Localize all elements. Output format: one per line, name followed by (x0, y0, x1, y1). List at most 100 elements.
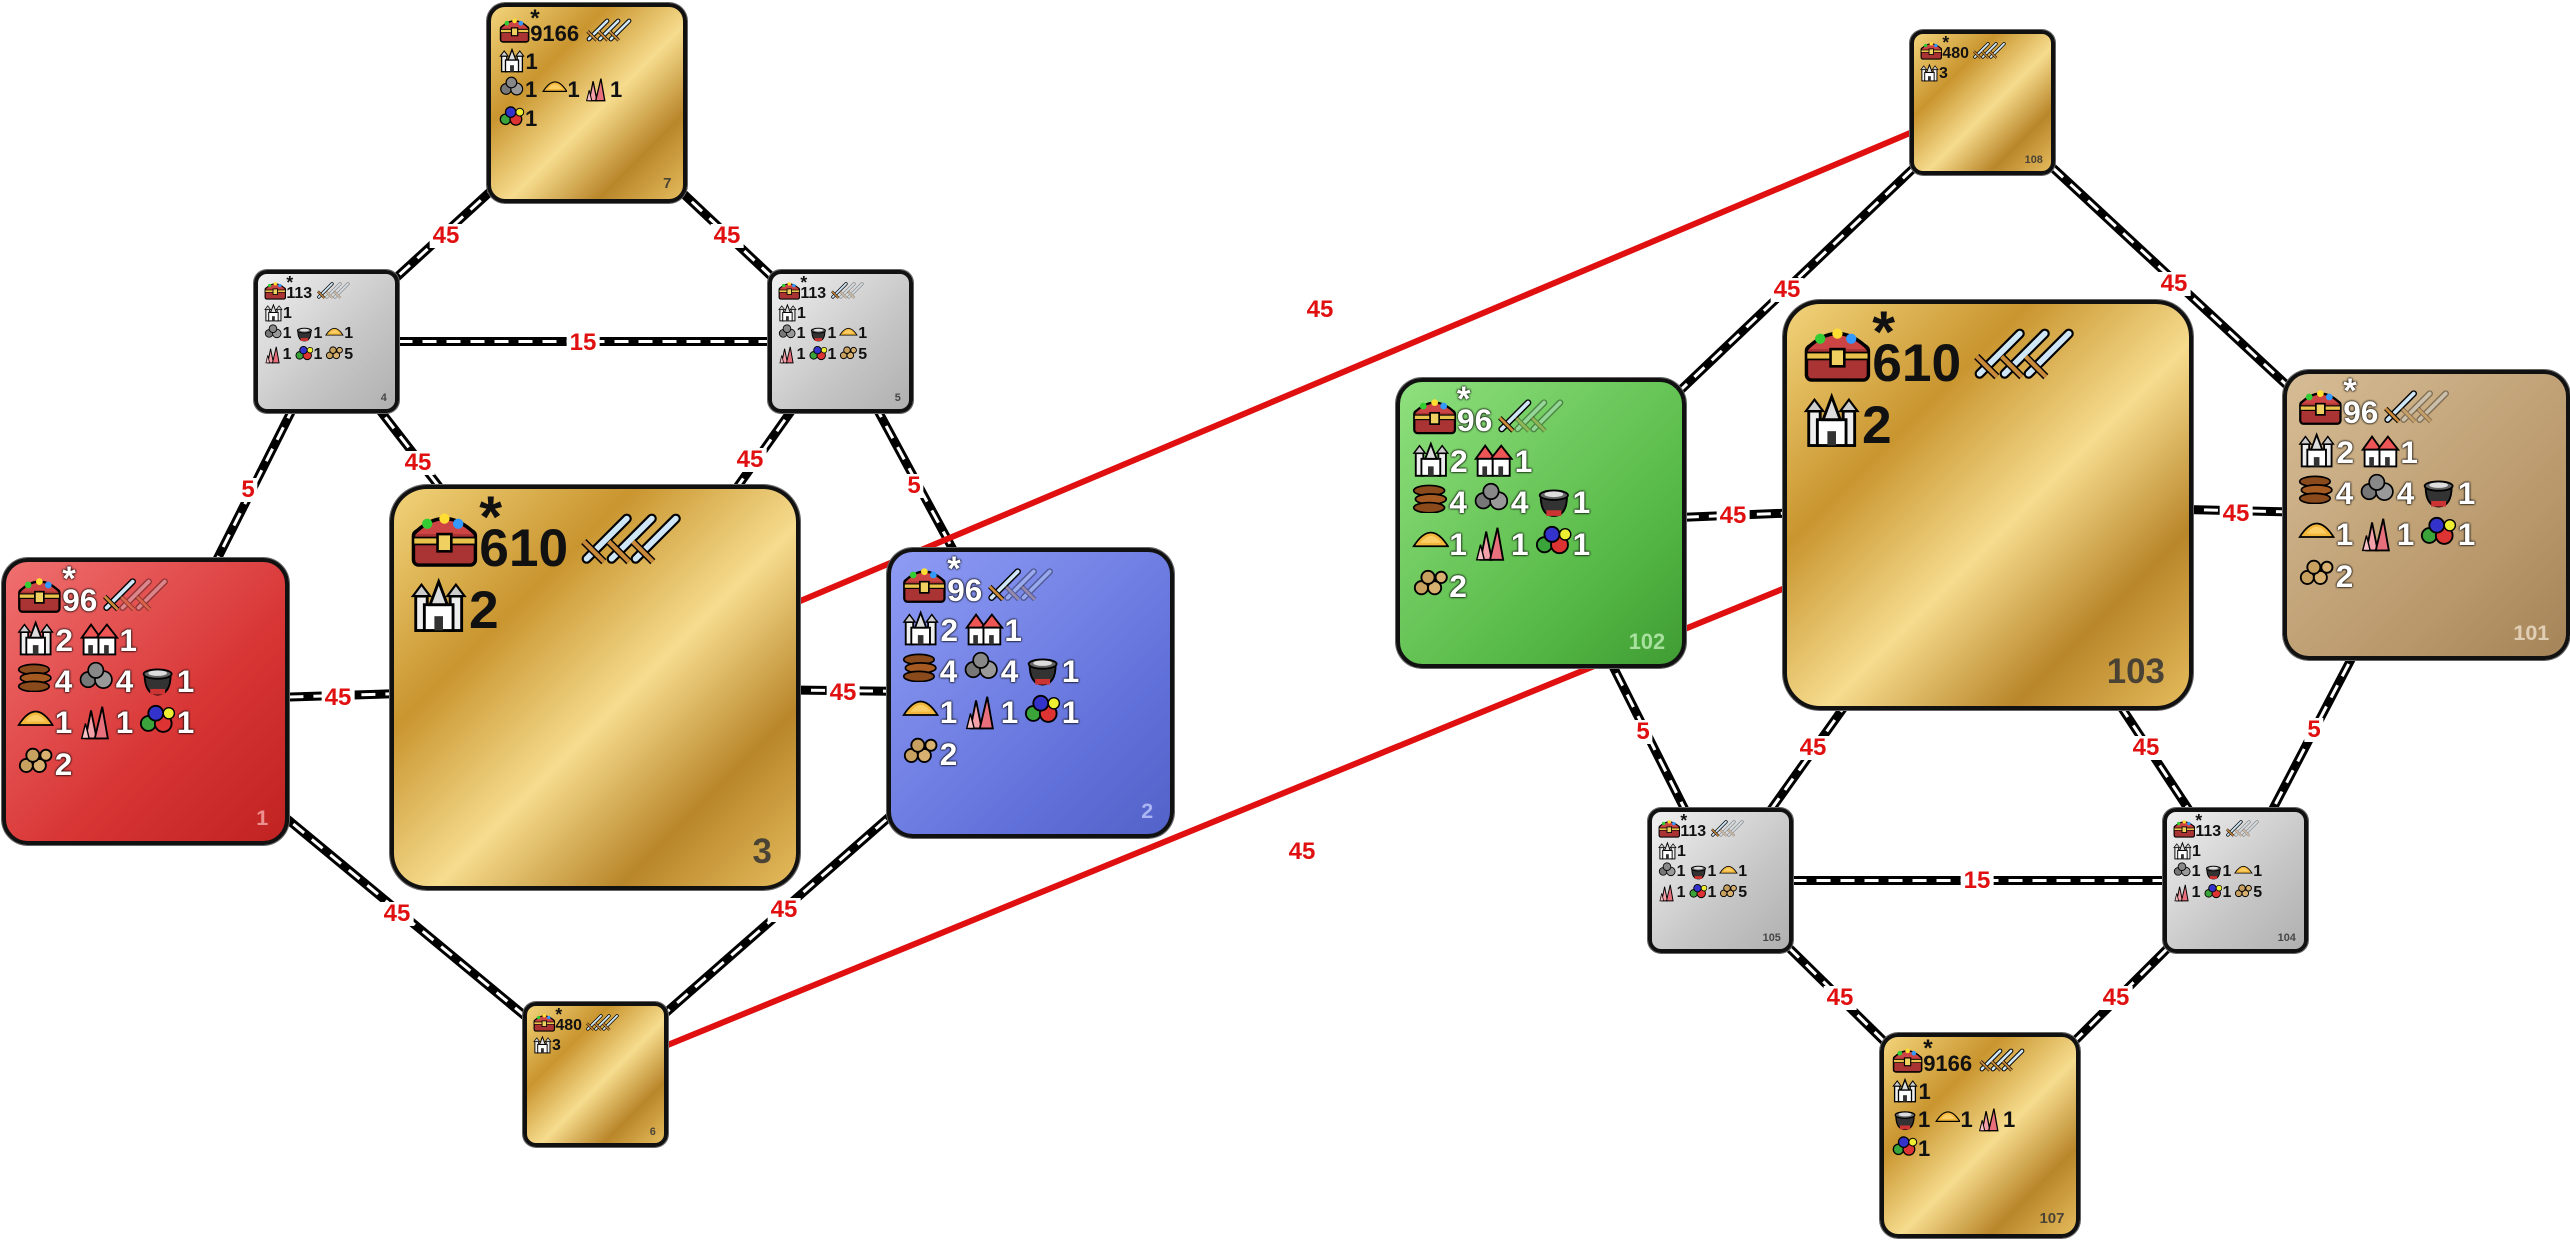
town-count: 2 (1861, 396, 1892, 456)
sword-icon (1996, 325, 2053, 382)
zone-id: 108 (2024, 153, 2043, 166)
guard-star: * (479, 485, 503, 550)
town-count: 3 (1939, 64, 1948, 82)
gems-count: 1 (176, 704, 195, 741)
sulfur-icon (1934, 1106, 1961, 1132)
gems-count: 1 (1707, 884, 1717, 902)
castle-icon (1412, 440, 1450, 478)
gems-count: 1 (827, 346, 837, 364)
treasure-chest-icon (1658, 819, 1681, 838)
treasure-value: 96 (2343, 393, 2379, 430)
wood-count: 4 (54, 662, 73, 699)
connection-label: 45 (1303, 298, 1337, 322)
connection-label: 45 (710, 224, 744, 248)
sword-icon (316, 281, 335, 300)
town-count: 1 (797, 304, 806, 322)
gold-count: 2 (54, 746, 73, 783)
treasure-value: 113 (800, 284, 827, 302)
crystal-icon (963, 693, 1000, 730)
sword-icon (1496, 397, 1534, 435)
town-count: 2 (55, 621, 74, 658)
sword-icon (1989, 1047, 2015, 1073)
guard-star: * (1923, 1035, 1933, 1062)
ore-icon (2359, 473, 2396, 510)
sword-icon (2241, 819, 2260, 838)
connection-label: 45 (1285, 840, 1319, 864)
guard-star: * (286, 272, 294, 292)
sulfur-icon (541, 76, 568, 102)
treasure-chest-icon (264, 281, 287, 300)
town-count: 2 (468, 581, 499, 641)
ore-icon (1473, 482, 1511, 520)
gold-count: 2 (1449, 568, 1468, 605)
gold-icon (902, 735, 939, 772)
treasure-chest-icon (1412, 397, 1457, 435)
connection-label: 45 (401, 451, 435, 475)
castle-icon (17, 619, 55, 656)
mercury-count: 1 (176, 662, 195, 699)
zone-id: 7 (663, 175, 672, 193)
mercury-icon (1535, 482, 1573, 520)
castle-icon (264, 303, 283, 322)
zone-id: 5 (894, 391, 901, 404)
town-count: 1 (1677, 842, 1686, 860)
gold-count: 5 (2253, 884, 2263, 902)
connection-label: 45 (1796, 736, 1830, 760)
ore-count: 1 (525, 77, 538, 103)
mercury-icon (1024, 651, 1061, 688)
mercury-count: 1 (1061, 652, 1080, 689)
sulfur-count: 1 (567, 77, 580, 103)
gold-icon (1719, 883, 1738, 902)
sword-icon (1718, 819, 1737, 838)
connection-label: 15 (1960, 869, 1994, 893)
sulfur-icon (17, 703, 55, 740)
castle-icon (1803, 391, 1861, 448)
connection-label: 45 (1716, 504, 1750, 528)
sulfur-icon (1719, 862, 1739, 881)
gold-icon (1412, 567, 1450, 605)
castle-icon (2298, 431, 2336, 468)
mercury-count: 1 (1707, 863, 1717, 881)
gems-icon (2420, 515, 2457, 552)
wood-count: 4 (2335, 474, 2354, 511)
zone-id: 2 (1141, 799, 1154, 824)
gems-icon (499, 105, 525, 131)
connection-label: 5 (2304, 718, 2324, 742)
mercury-count: 1 (2222, 863, 2232, 881)
sword-icon (603, 510, 660, 567)
crystal-icon (2173, 883, 2192, 902)
sword-icon (2382, 388, 2419, 425)
ore-icon (778, 324, 797, 343)
treasure-chest-icon (2173, 819, 2196, 838)
sword-icon (1710, 819, 1729, 838)
ore-count: 4 (1000, 652, 1019, 689)
sword-icon (1971, 325, 2028, 382)
crystal-icon (778, 345, 797, 364)
town-count: 1 (525, 48, 538, 74)
sulfur-count: 1 (2253, 863, 2263, 881)
zone-id: 1 (256, 806, 269, 831)
castle-icon (778, 303, 797, 322)
sulfur-count: 1 (344, 325, 354, 343)
town-count: 1 (119, 621, 137, 658)
gold-icon (2298, 557, 2335, 594)
sulfur-icon (839, 324, 859, 343)
connection-label: 45 (826, 681, 860, 705)
treasure-value: 9166 (1923, 1051, 1973, 1076)
sword-icon (1972, 41, 1991, 60)
sword-icon (2233, 819, 2252, 838)
